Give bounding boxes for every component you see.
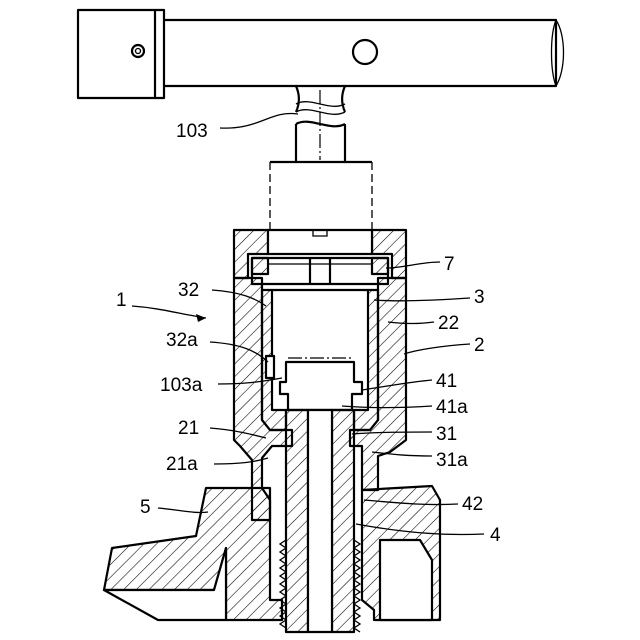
label-41a: 41a [436,397,468,418]
stem-left [286,410,308,632]
label-42: 42 [462,494,483,515]
hole-inner-arc [353,40,377,52]
base-right-face [380,540,432,620]
tool-handle [78,10,564,232]
nut-7 [252,258,388,284]
neck-left-fillet [296,86,299,112]
base-5 [104,486,440,620]
label-31: 31 [436,424,457,445]
handle-left-grip [78,10,164,98]
label-31a: 31a [436,450,468,471]
label-5: 5 [140,497,151,518]
cap-top-band [268,230,372,254]
label-1: 1 [116,290,127,311]
nut-left-hatch [252,258,268,274]
tool-tip [272,290,368,410]
leader-2 [404,344,470,354]
label-7: 7 [444,254,455,275]
neck-right-fillet [342,86,345,112]
stem-right [332,410,354,632]
label-103a: 103a [160,375,203,396]
pin-hole-small [132,45,144,57]
label-32a: 32a [166,330,198,351]
label-32: 32 [178,280,199,301]
nut-right-hatch [372,258,388,274]
label-2: 2 [474,335,485,356]
stem-4 [280,410,360,632]
key-32a [266,356,274,378]
label-3: 3 [474,287,485,308]
leader-22 [388,322,434,324]
label-22: 22 [438,313,459,334]
handle-bar-break [556,20,564,86]
pin-hole-inner [136,49,141,54]
label-21a: 21a [166,454,198,475]
leader-1 [132,306,206,318]
tool-tip-103a [280,362,362,410]
sleeve-right [354,290,378,430]
handle-bar [164,20,556,86]
label-41: 41 [436,371,457,392]
stem-bore [308,410,332,632]
label-4: 4 [490,525,501,546]
label-103: 103 [176,121,208,142]
leader-103 [220,113,298,128]
label-21: 21 [178,418,199,439]
arrow-1 [196,314,206,322]
